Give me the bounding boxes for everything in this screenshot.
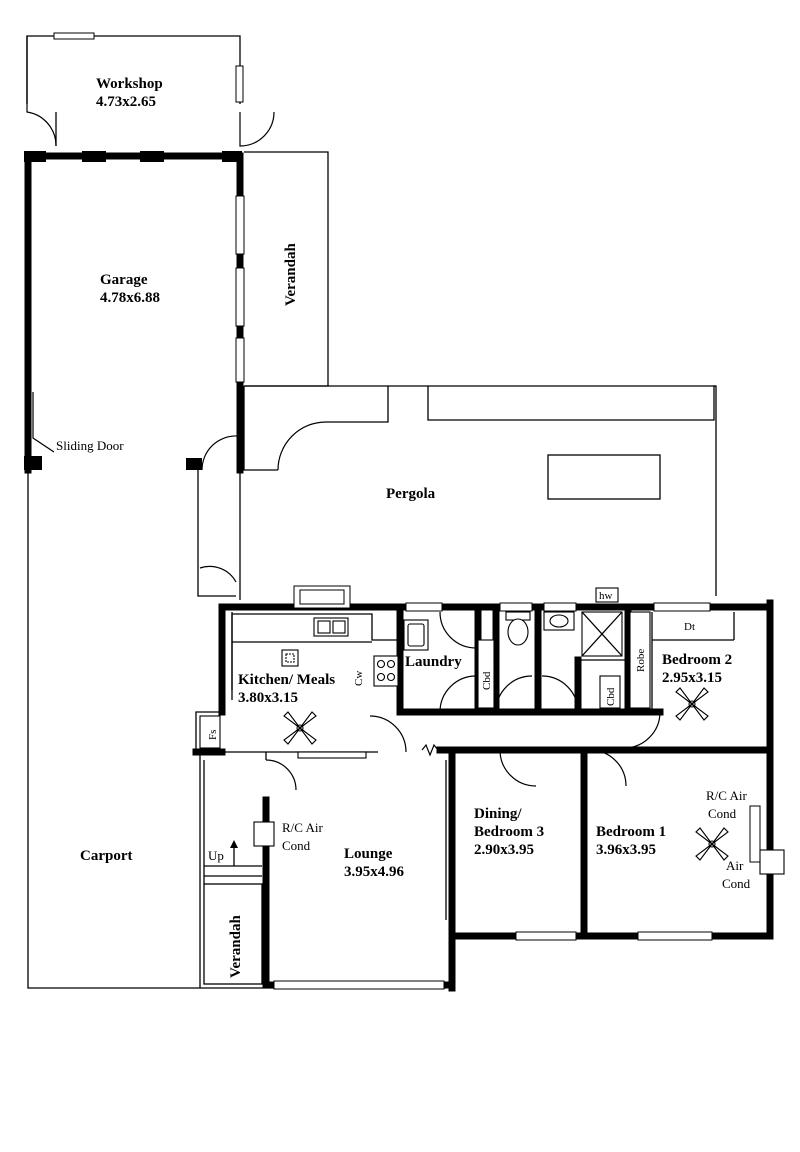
garage-side-door [201, 435, 239, 471]
bath-door [541, 675, 579, 713]
cw-label: Cw [353, 671, 365, 686]
laundry-outer-door [439, 611, 477, 649]
ceiling-fan-icon [695, 827, 729, 861]
wc-window [499, 602, 533, 612]
carport-outline [27, 470, 446, 989]
robe [629, 611, 651, 709]
laundry-label: Laundry [405, 654, 462, 670]
dining-size: 2.90x3.95 [474, 842, 534, 858]
kitchen-door [369, 715, 407, 753]
hot-water-unit [595, 587, 619, 603]
workshop-size: 4.73x2.65 [96, 94, 156, 110]
pergola-label: Pergola [386, 486, 436, 502]
laundry-cbd-label: Cbd [481, 671, 493, 690]
bedroom2-window [653, 602, 711, 612]
ceiling-fan-icon [675, 687, 709, 721]
carport-label: Carport [80, 848, 133, 864]
bath-cbd-label: Cbd [605, 687, 617, 706]
pergola-feature [547, 454, 661, 500]
bedroom1-air-label-2: Cond [722, 876, 751, 891]
bath-cupboard [599, 675, 621, 709]
bedroom1-air-cond [759, 849, 785, 875]
bedroom2-name: Bedroom 2 [662, 652, 732, 668]
workshop-left-door [26, 104, 57, 147]
laundry-window [405, 602, 443, 612]
ceiling-fan-icon [283, 711, 317, 745]
bath-window [543, 602, 577, 612]
hall-break [421, 743, 439, 757]
bedroom1-door [589, 749, 627, 787]
garage-window-2 [235, 267, 245, 327]
lounge-rc-label-2: Cond [282, 838, 311, 853]
lounge-air-cond [253, 821, 275, 847]
lounge-name: Lounge [344, 846, 393, 862]
bedroom1-air-label-1: Air [726, 858, 744, 873]
bedroom1-rc-label-2: Cond [708, 806, 737, 821]
lounge-window [273, 980, 445, 990]
dt-label: Dt [684, 621, 695, 633]
workshop-side-window [235, 65, 244, 103]
kitchen-size: 3.80x3.15 [238, 690, 298, 706]
interior-walls [231, 603, 774, 940]
lounge-door [265, 759, 297, 791]
laundry-door [439, 675, 477, 713]
wc-door [495, 675, 533, 713]
sliding-door [32, 392, 55, 453]
pergola-outline [197, 385, 717, 600]
kitchen-name: Kitchen/ Meals [238, 672, 335, 688]
workshop-name: Workshop [96, 76, 163, 92]
garage-window-1 [235, 195, 245, 255]
garage-window-3 [235, 337, 245, 383]
bedroom2-size: 2.95x3.15 [662, 670, 722, 686]
bedroom1-window [637, 931, 713, 941]
lounge-rc-label-1: R/C Air [282, 820, 323, 835]
garage-walls [24, 151, 245, 474]
verandah-bottom [203, 883, 263, 985]
lounge-size: 3.95x4.96 [344, 864, 405, 880]
verandah-top-label: Verandah [283, 243, 299, 306]
bedroom1-rc-label-1: R/C Air [706, 788, 747, 803]
bedroom1-side-window [749, 805, 761, 863]
up-label: Up [208, 848, 224, 863]
garage-name: Garage [100, 272, 148, 288]
bedroom1-size: 3.96x3.95 [596, 842, 656, 858]
verandah-bottom-label: Verandah [228, 915, 244, 978]
garage-size: 4.78x6.88 [100, 290, 160, 306]
dining-door [499, 749, 537, 787]
fridge-space [199, 715, 221, 749]
bedroom2-door [623, 711, 661, 749]
workshop-right-door [239, 111, 275, 147]
robe-label: Robe [635, 649, 647, 672]
sliding-door-label: Sliding Door [56, 438, 124, 453]
hw-label: hw [599, 590, 613, 602]
workshop-window [53, 32, 95, 40]
stove [373, 655, 399, 687]
dining-name: Dining/ [474, 806, 522, 822]
dining-name-2: Bedroom 3 [474, 824, 544, 840]
laundry-cupboard [477, 639, 495, 709]
workshop-walls [26, 32, 275, 147]
bedroom1-name: Bedroom 1 [596, 824, 666, 840]
fs-label: Fs [207, 730, 219, 740]
dining-window [515, 931, 577, 941]
